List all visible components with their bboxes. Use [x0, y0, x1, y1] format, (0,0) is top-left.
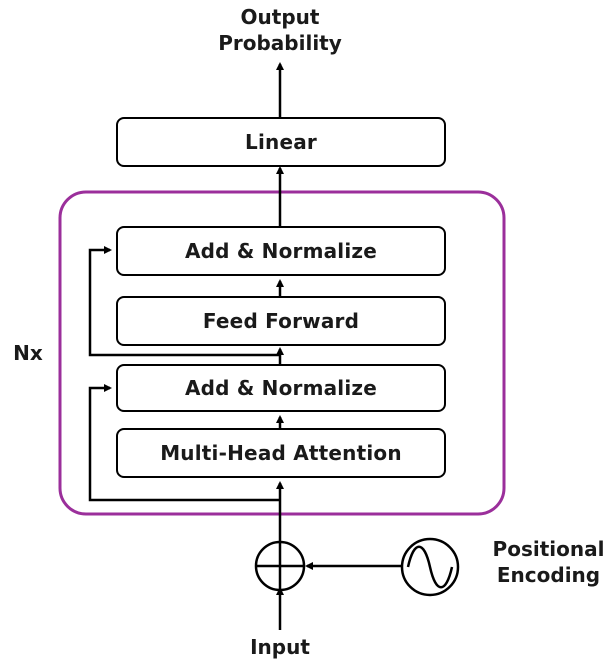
- linear-label: Linear: [245, 130, 317, 154]
- add-normalize-bottom-label: Add & Normalize: [184, 376, 378, 400]
- nx-repeat-label: Nx: [13, 341, 43, 365]
- residual-connection-feedforward: [88, 246, 280, 357]
- encoder-block-outline: [58, 190, 506, 516]
- positional-label-line2: Encoding: [496, 563, 601, 587]
- add-normalize-top-block: Add & Normalize: [116, 226, 446, 276]
- output-probability-label: Output Probability: [200, 4, 360, 56]
- feed-forward-block: Feed Forward: [116, 296, 446, 346]
- sum-icon: [254, 540, 306, 592]
- residual-connection-attention: [88, 384, 280, 502]
- add-normalize-top-label: Add & Normalize: [184, 239, 378, 263]
- positional-encoding-label: Positional Encoding: [486, 536, 611, 588]
- add-normalize-bottom-block: Add & Normalize: [116, 364, 446, 412]
- output-label-line1: Output: [240, 5, 320, 29]
- sine-wave-icon: [400, 537, 460, 597]
- output-label-line2: Probability: [218, 31, 342, 55]
- feed-forward-label: Feed Forward: [202, 309, 360, 333]
- multi-head-attention-block: Multi-Head Attention: [116, 428, 446, 478]
- input-label: Input: [250, 635, 310, 659]
- multi-head-attention-label: Multi-Head Attention: [160, 441, 402, 465]
- positional-label-line1: Positional: [492, 537, 605, 561]
- linear-block: Linear: [116, 117, 446, 167]
